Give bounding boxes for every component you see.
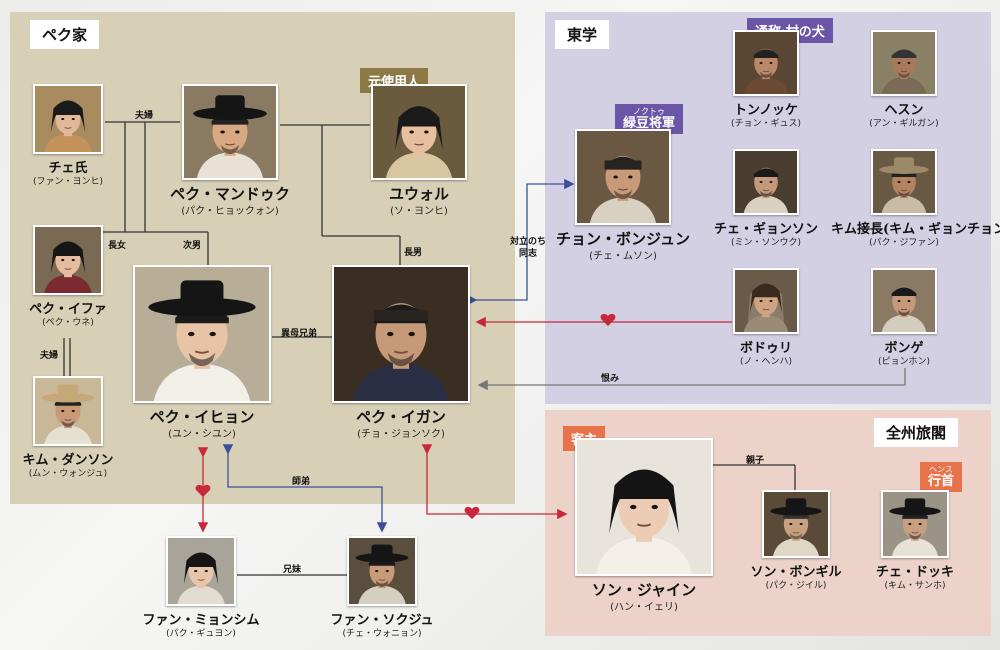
actor-name: (チョ・ジョンソク) <box>357 429 445 440</box>
portrait-photo <box>575 438 713 576</box>
person-name: ボドゥリ <box>739 341 792 356</box>
actor-name: (ノ・ヘンハ) <box>739 357 793 367</box>
haengsu-label: 行首 <box>928 474 955 489</box>
person-che: チェ氏(ファン・ヨンヒ) <box>33 84 103 190</box>
portrait-photo <box>762 490 830 558</box>
person-name: キム接長(キム・ギョンチョン) <box>831 222 1000 237</box>
actor-name: (キム・サンホ) <box>884 581 946 591</box>
person-name: キム・ダンソン <box>22 453 114 468</box>
person-name: ペク・イガン <box>356 408 446 426</box>
portrait-photo <box>33 225 103 295</box>
portrait-photo <box>871 149 937 215</box>
actor-name: (アン・ギルガン) <box>869 119 939 129</box>
person-bongjun: チョン・ボンジュン (チェ・ムソン) <box>556 129 690 262</box>
person-name: ソン・ジャイン <box>591 581 697 599</box>
person-sokju: ファン・ソクジュ(チェ・ウォニョン) <box>330 536 434 642</box>
portrait-photo <box>871 268 937 334</box>
relation-comrade-label: 対立のち 同志 <box>505 236 551 260</box>
person-name: ペク・イヒョン <box>149 408 255 426</box>
nokdu-label: 緑豆将軍 <box>623 116 676 131</box>
person-mandeuk: ペク・マンドゥク (パク・ヒョックォン) <box>170 84 290 217</box>
portrait-photo <box>332 265 470 403</box>
actor-name: (ペク・ウネ) <box>42 318 94 328</box>
person-kimjeop: キム接長(キム・ギョンチョン)(パク・ジファン) <box>831 149 1000 251</box>
person-yuwol: ユウォル (ソ・ヨンヒ) <box>371 84 467 217</box>
person-ihyon: ペク・イヒョン (ユン・シユン) <box>133 265 271 440</box>
person-ifa: ペク・イファ(ペク・ウネ) <box>29 225 107 331</box>
person-name: ペク・マンドゥク <box>170 185 290 203</box>
person-name: ファン・ソクジュ <box>330 613 434 628</box>
portrait-photo <box>871 30 937 96</box>
haengsu-tag: ヘンス 行首 <box>920 462 963 492</box>
portrait-photo <box>371 84 467 180</box>
relation-comrade-line2: 同志 <box>518 249 537 259</box>
person-hesun: ヘスン(アン・ギルガン) <box>869 30 939 132</box>
person-name: ペク・イファ <box>29 302 107 317</box>
person-name: チェ・ドッキ <box>875 565 954 580</box>
actor-name: (パク・ジファン) <box>869 238 939 248</box>
person-bonge: ボンゲ(ピョンホン) <box>871 268 937 370</box>
person-tonnokke: トンノッケ(チョン・ギュス) <box>731 30 801 132</box>
portrait-photo <box>33 376 103 446</box>
actor-name: (パク・ジイル) <box>765 581 827 591</box>
relation-eldest-daughter-label: 長女 <box>108 241 127 251</box>
person-dokki: チェ・ドッキ(キム・サンホ) <box>876 490 954 594</box>
person-name: ファン・ミョンシム <box>142 613 260 628</box>
portrait-photo <box>575 129 671 225</box>
relation-grudge-label: 恨み <box>601 374 620 384</box>
portrait-photo <box>33 84 103 154</box>
person-name: チェ・ギョンソン <box>713 222 818 237</box>
person-name: ソン・ボンギル <box>750 565 842 580</box>
actor-name: (パク・ギュヨン) <box>166 629 236 639</box>
nokdu-ruby: ノクトゥ <box>633 107 665 116</box>
person-name: ヘスン <box>884 103 924 118</box>
actor-name: (チェ・ウォニョン) <box>342 629 422 639</box>
portrait-photo <box>733 149 799 215</box>
portrait-photo <box>166 536 236 606</box>
relation-couple-label-2: 夫婦 <box>40 351 59 361</box>
person-name: ユウォル <box>388 185 449 203</box>
person-gyonson: チェ・ギョンソン(ミン・ソンウク) <box>714 149 818 251</box>
portrait-photo <box>881 490 949 558</box>
relation-comrade-line1: 対立のち <box>509 237 546 247</box>
person-name: チョン・ボンジュン <box>556 230 690 248</box>
actor-name: (ソ・ヨンヒ) <box>390 206 448 217</box>
relation-master-pupil-label: 師弟 <box>292 477 311 487</box>
haengsu-ruby: ヘンス <box>929 465 953 474</box>
actor-name: (チェ・ムソン) <box>589 251 657 262</box>
person-bodul: ボドゥリ(ノ・ヘンハ) <box>733 268 799 370</box>
actor-name: (パク・ヒョックォン) <box>181 206 279 217</box>
relation-couple-label: 夫婦 <box>135 111 154 121</box>
jeonju-inn-title: 全州旅閣 <box>874 418 959 447</box>
person-igan: ペク・イガン (チョ・ジョンソク) <box>332 265 470 440</box>
actor-name: (チョン・ギュス) <box>730 119 802 129</box>
actor-name: (ピョンホン) <box>877 357 931 367</box>
person-jain: ソン・ジャイン (ハン・イェリ) <box>575 438 713 613</box>
relation-half-brothers-label: 異母兄弟 <box>281 329 318 339</box>
person-danson: キム・ダンソン(ムン・ウォンジュ) <box>22 376 114 482</box>
park-family-title: ペク家 <box>30 20 100 49</box>
relation-siblings-label: 兄妹 <box>283 565 302 575</box>
portrait-photo <box>182 84 278 180</box>
portrait-photo <box>347 536 417 606</box>
relation-second-son-label: 次男 <box>183 241 202 251</box>
person-myeongsim: ファン・ミョンシム(パク・ギュヨン) <box>142 536 260 642</box>
actor-name: (ユン・シユン) <box>168 429 236 440</box>
person-name: ボンゲ <box>884 341 924 356</box>
person-bongil: ソン・ボンギル(パク・ジイル) <box>750 490 842 594</box>
person-name: チェ氏 <box>48 161 88 176</box>
actor-name: (ムン・ウォンジュ) <box>28 469 108 479</box>
relation-eldest-son-label: 長男 <box>404 248 423 258</box>
donghak-title: 東学 <box>555 20 610 49</box>
relation-parent-child-label: 親子 <box>746 456 765 466</box>
portrait-photo <box>133 265 271 403</box>
portrait-photo <box>733 30 799 96</box>
actor-name: (ハン・イェリ) <box>610 602 678 613</box>
portrait-photo <box>733 268 799 334</box>
actor-name: (ミン・ソンウク) <box>730 238 802 248</box>
person-name: トンノッケ <box>733 103 799 118</box>
actor-name: (ファン・ヨンヒ) <box>32 177 104 187</box>
